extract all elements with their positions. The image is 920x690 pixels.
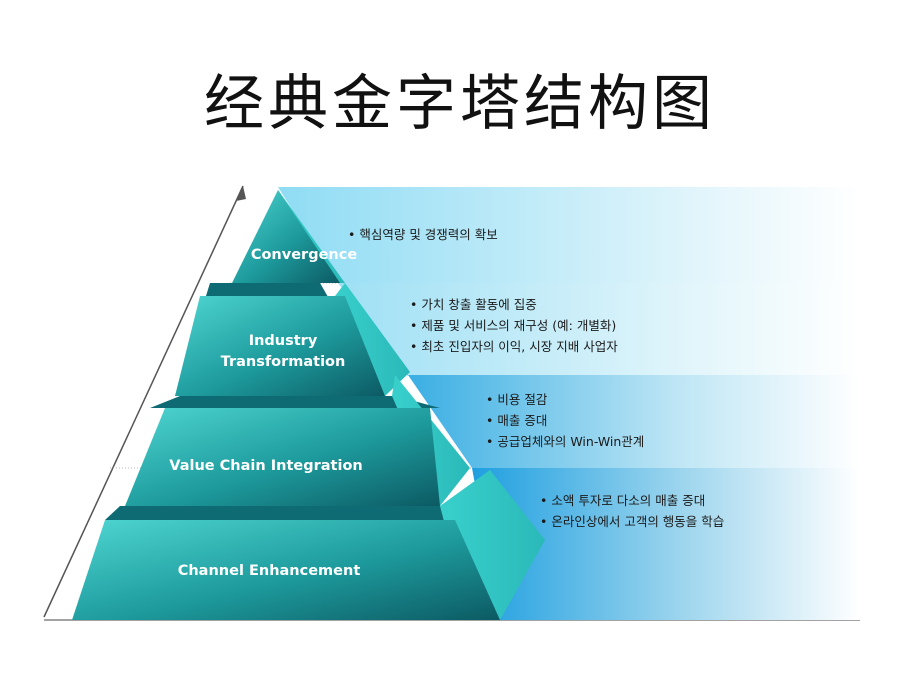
axis-arrow-line [43,185,244,618]
tier-1-bullets: 핵심역량 및 경쟁력의 확보 [348,224,497,245]
bullet-item: 매출 증대 [486,410,644,431]
tier-1-face [232,190,340,283]
tier-4-top [105,506,455,520]
tier-1-label: Convergence [251,247,357,263]
tier-4-face [72,520,500,620]
tier-4-label: Channel Enhancement [178,563,361,579]
slide-title: 经典金字塔结构图 [204,69,716,139]
tier-2-face [175,296,385,396]
bullet-item: 소액 투자로 다소의 매출 증대 [540,490,724,511]
tier-2-bullets: 가치 창출 활동에 집중 제품 및 서비스의 재구성 (예: 개별화) 최초 진… [410,294,618,357]
bullet-item: 최초 진입자의 이익, 시장 지배 사업자 [410,336,617,357]
axis-arrow-head [236,186,246,201]
tier-4-bullets: 소액 투자로 다소의 매출 증대 온라인상에서 고객의 행동을 학습 [540,490,724,532]
tier-3-label: Value Chain Integration [169,458,362,474]
bullet-item: 비용 절감 [486,389,644,410]
tier-3-bullets: 비용 절감 매출 증대 공급업체와의 Win-Win관계 [486,389,644,452]
tier-2-side [332,283,410,396]
bullet-item: 제품 및 서비스의 재구성 (예: 개별화) [410,315,618,336]
tier-2-label-line-1: Industry [249,333,318,349]
tier-3-face [125,408,440,506]
bullet-item: 공급업체와의 Win-Win관계 [486,431,644,452]
bullet-item: 가치 창출 활동에 집중 [410,294,618,315]
tier-2-label-line-2: Transformation [221,354,346,370]
bullet-item: 온라인상에서 고객의 행동을 학습 [540,511,724,532]
bullet-item: 핵심역량 및 경쟁력의 확보 [348,224,497,245]
tier-band-1 [278,187,860,283]
tier-3-top [150,396,440,408]
